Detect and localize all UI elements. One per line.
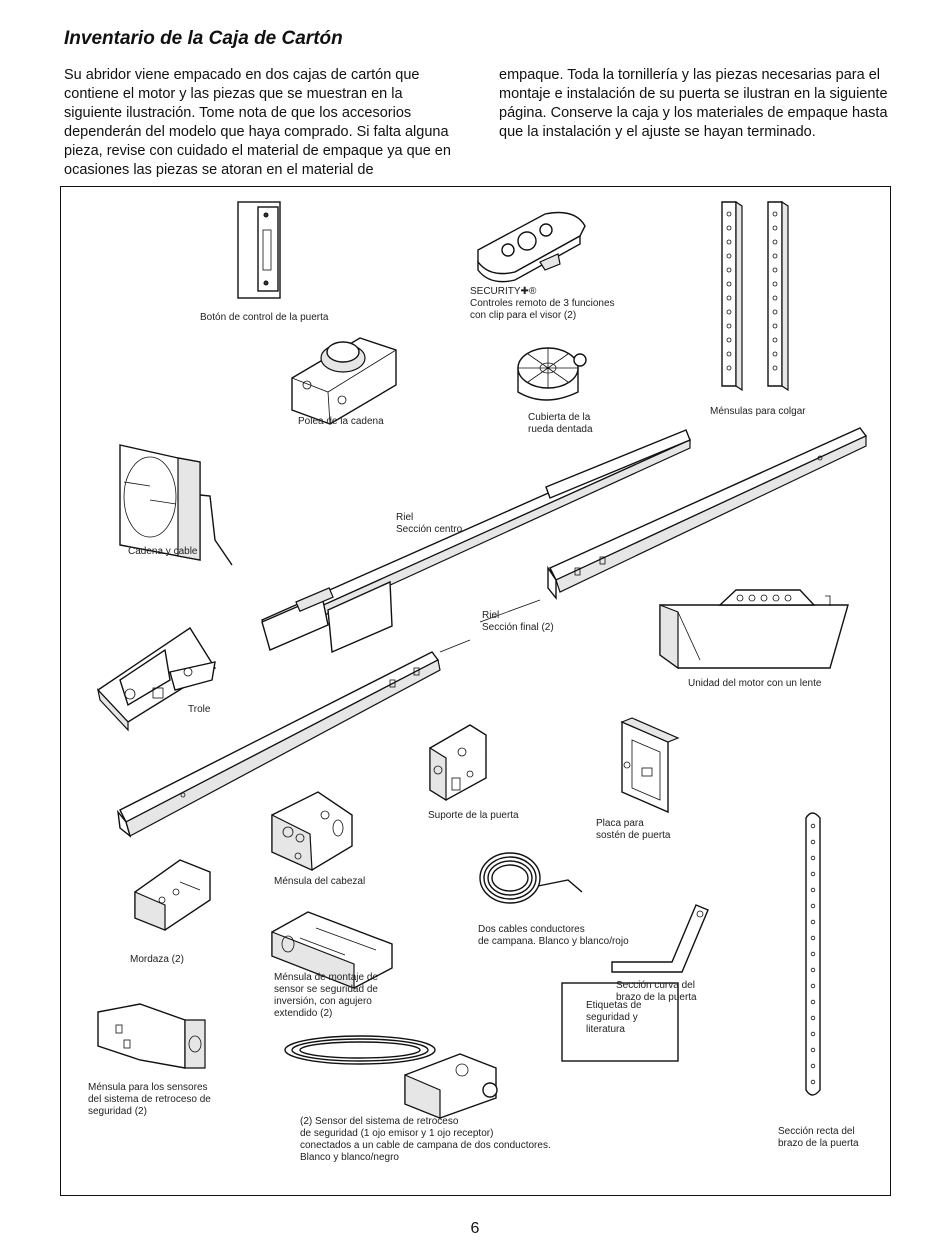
label-safety-sensor: (2) Sensor del sistema de retroceso de s…	[300, 1116, 551, 1163]
rail-end-section-icon	[479, 427, 868, 623]
curved-door-arm-icon	[611, 904, 709, 973]
label-straight-arm: Sección recta del brazo de la puerta	[778, 1126, 859, 1149]
intro-paragraph-right: empaque. Toda la tornillería y las pieza…	[499, 67, 888, 140]
sensor-bracket-icon	[97, 1003, 206, 1069]
motor-unit-icon	[659, 589, 849, 670]
label-header-bracket: Ménsula del cabezal	[274, 876, 366, 887]
label-chain-pulley: Polea de la cadena	[298, 416, 384, 427]
door-button-icon	[237, 201, 281, 299]
rail-center-section-icon	[260, 429, 691, 654]
label-door-plate: Placa para sostén de puerta	[596, 818, 671, 841]
label-door-button: Botón de control de la puerta	[200, 312, 329, 323]
inventory-illustration-frame	[60, 186, 891, 1196]
label-bell-wires: Dos cables conductores de campana. Blanc…	[478, 924, 629, 947]
label-sprocket-cover: Cubierta de la rueda dentada	[528, 412, 593, 435]
trolley-icon	[96, 627, 216, 732]
straight-door-arm-icon	[805, 812, 821, 1096]
label-motor-unit: Unidad del motor con un lente	[688, 678, 822, 689]
labels-literature-box	[561, 982, 679, 1062]
sprocket-cover-icon	[517, 347, 587, 401]
safety-sensor-icon	[284, 1035, 498, 1119]
door-plate-icon	[620, 717, 680, 814]
chain-cable-icon	[119, 444, 233, 566]
label-chain-cable: Cadena y cable	[128, 546, 198, 557]
label-hanging-brackets: Ménsulas para colgar	[710, 406, 806, 417]
hanging-brackets-icon	[721, 200, 789, 392]
bracket-holes	[726, 211, 778, 371]
label-sensor-mount: Ménsula de montaje de sensor se segurida…	[274, 972, 378, 1019]
rail-end-section-2-icon	[116, 639, 471, 838]
label-curved-arm: Sección curva del brazo de la puerta	[616, 980, 697, 1003]
remote-control-icon	[477, 211, 586, 283]
page-number: 6	[470, 1220, 480, 1237]
label-remote: SECURITY✚® Controles remoto de 3 funcion…	[470, 286, 615, 321]
clamp-icon	[134, 859, 211, 931]
arm-holes	[810, 823, 816, 1085]
bell-wires-icon	[479, 852, 583, 904]
intro-paragraph-left: Su abridor viene empacado en dos cajas d…	[64, 67, 451, 178]
label-rail-center: Riel Sección centro	[396, 512, 463, 535]
label-trolley: Trole	[188, 704, 211, 715]
label-sensor-bracket: Ménsula para los sensores del sistema de…	[88, 1082, 211, 1117]
page-heading: Inventario de la Caja de Cartón	[64, 28, 343, 49]
chain-pulley-icon	[291, 337, 397, 425]
label-labels-literature: Etiquetas de seguridad y literatura	[586, 1000, 642, 1035]
sensor-mount-bracket-icon	[271, 911, 393, 989]
header-bracket-icon	[271, 791, 353, 871]
label-door-bracket: Suporte de la puerta	[428, 810, 519, 821]
label-clamp: Mordaza (2)	[130, 954, 184, 965]
door-bracket-icon	[429, 724, 487, 802]
label-rail-end: Riel Sección final (2)	[482, 610, 554, 633]
